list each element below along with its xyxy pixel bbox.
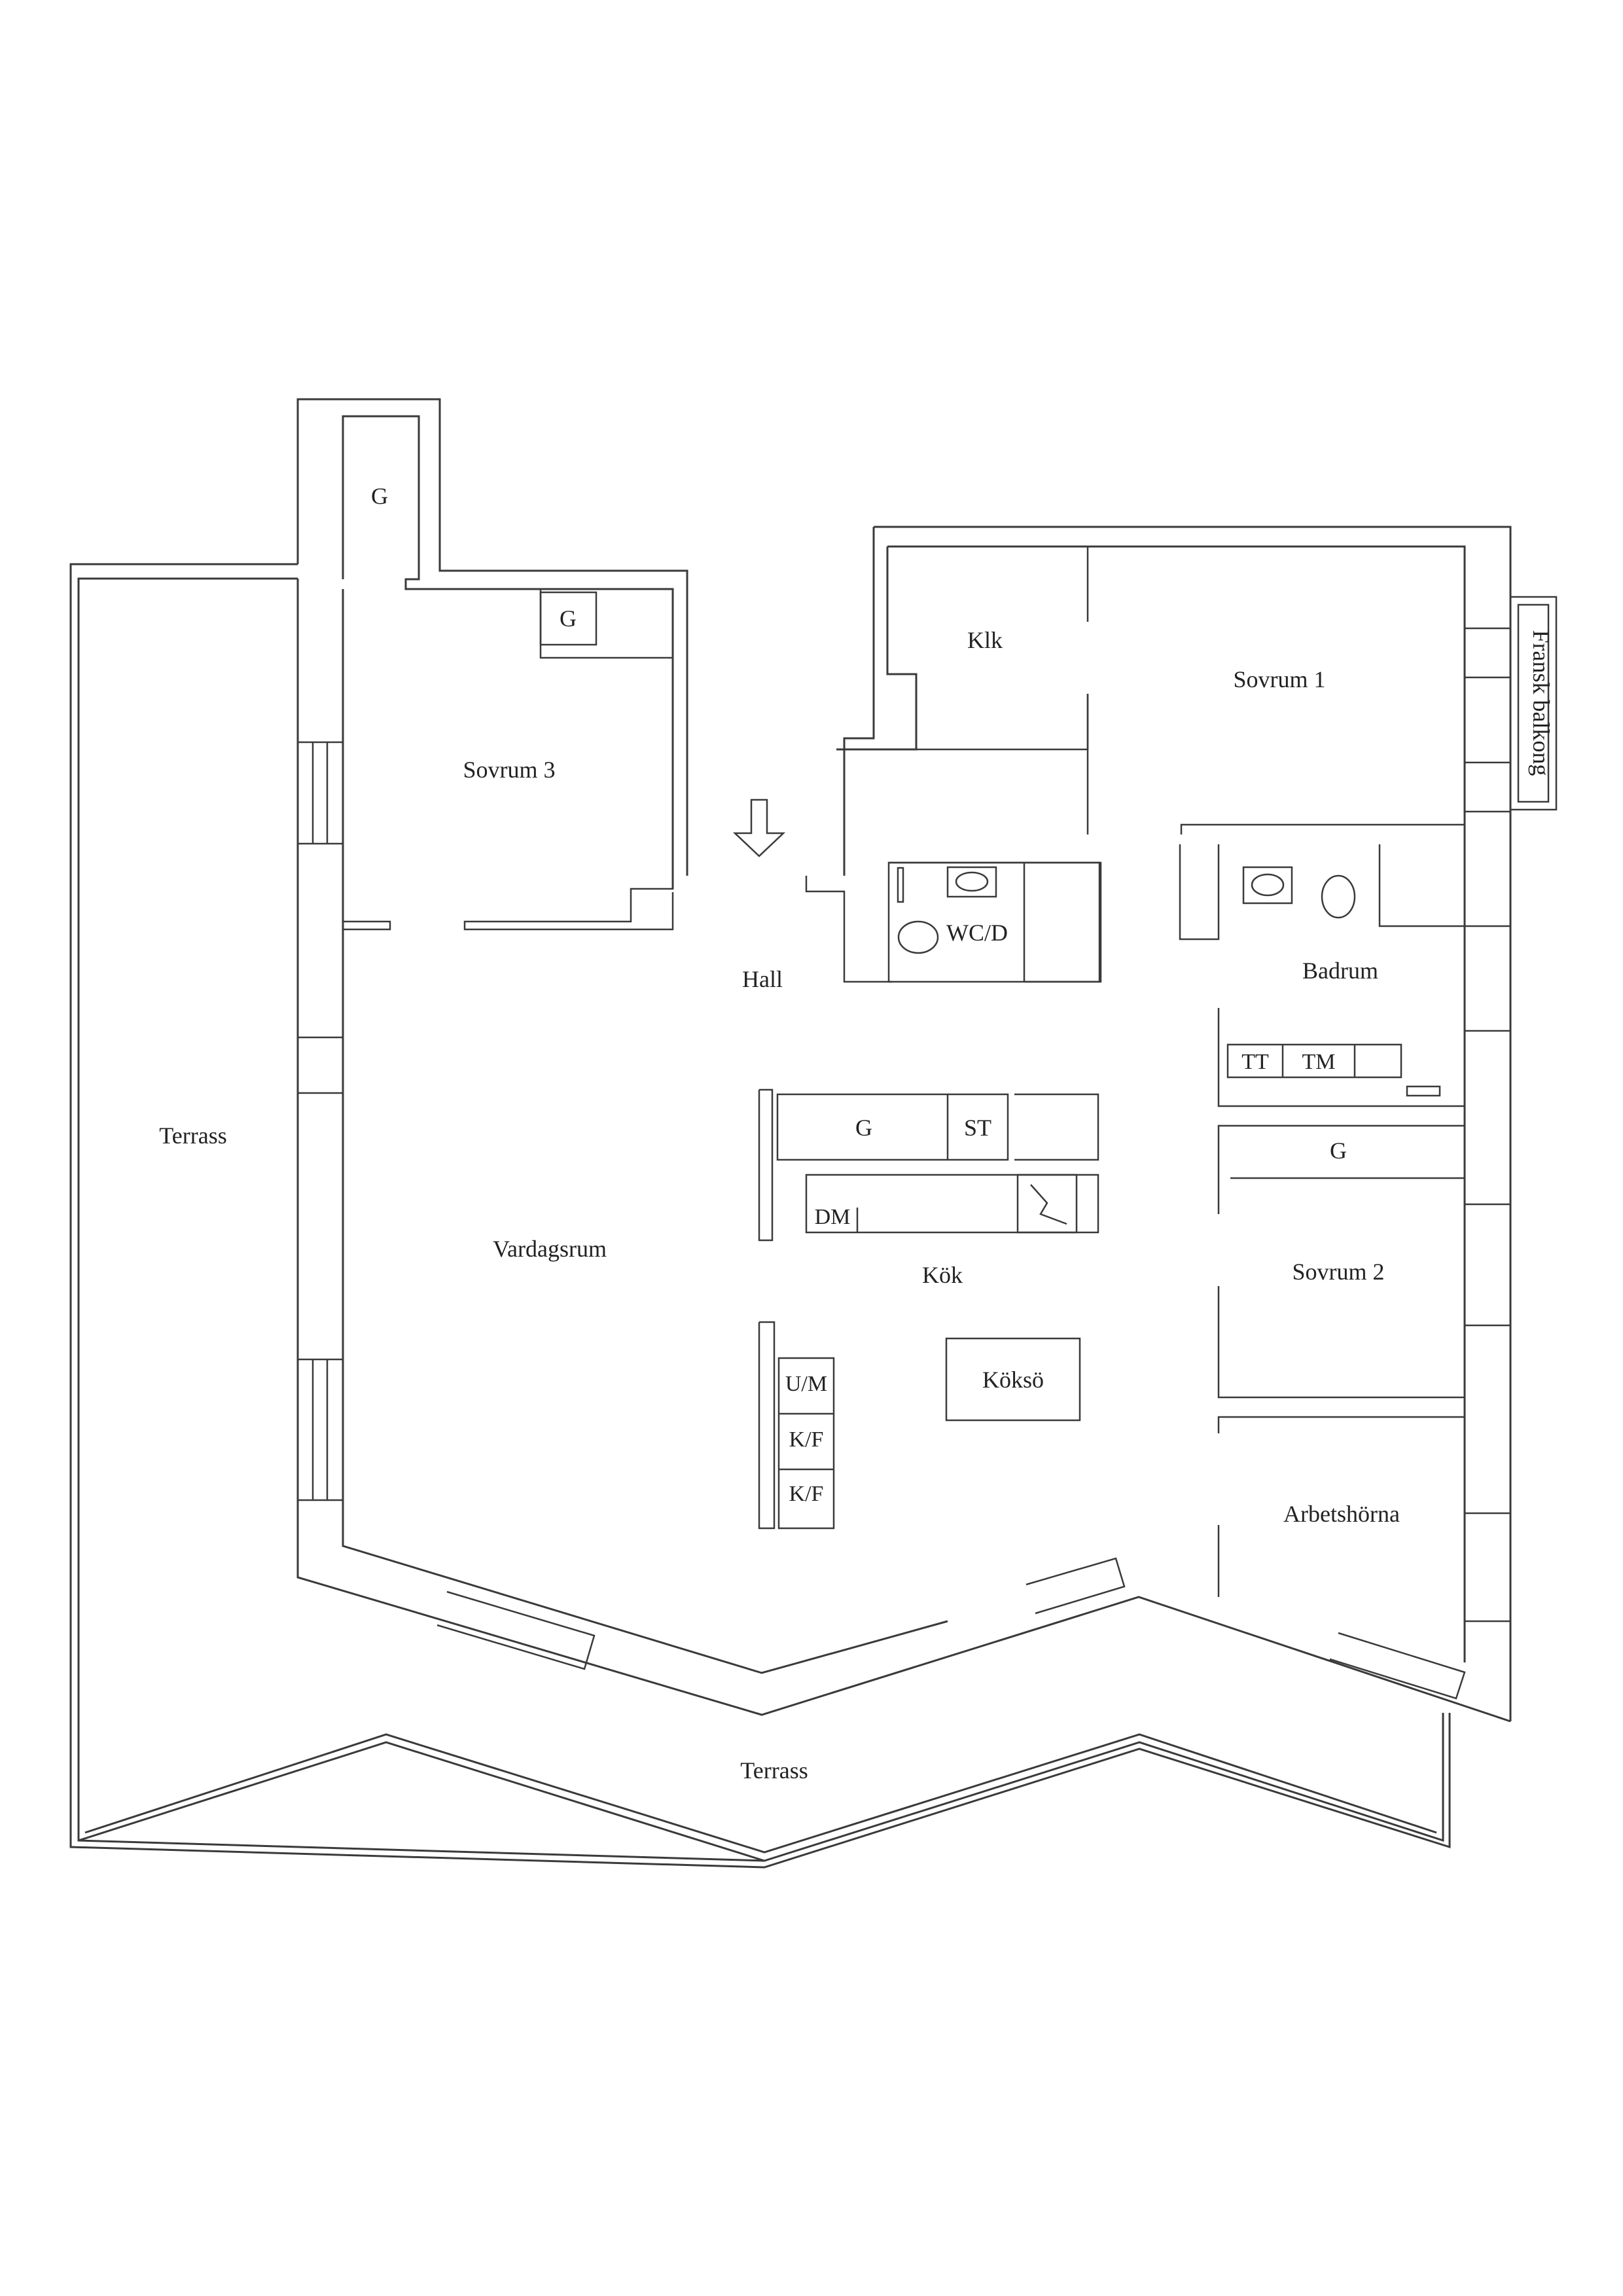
klk-label: Klk	[967, 627, 1003, 653]
sovrum2-label: Sovrum 2	[1292, 1259, 1384, 1285]
kf1-label: K/F	[789, 1427, 824, 1452]
dm-label: DM	[815, 1205, 851, 1229]
badrum-label: Badrum	[1302, 958, 1378, 984]
room-labels: G G Sovrum 3 Klk Sovrum 1 Fransk balkong…	[159, 483, 1554, 1784]
kitchen-units	[758, 1088, 1099, 1530]
hall-label: Hall	[742, 966, 783, 992]
bathroom-fixtures	[897, 866, 1441, 1097]
french-balcony	[1463, 596, 1558, 813]
tm-label: TM	[1302, 1050, 1336, 1074]
terrass-left-label: Terrass	[159, 1122, 226, 1149]
entrance-arrow-icon	[732, 798, 786, 857]
sovrum3-label: Sovrum 3	[463, 757, 555, 783]
terrace-outline	[69, 563, 1451, 1869]
um-label: U/M	[785, 1372, 827, 1396]
koksö-label: Köksö	[982, 1367, 1044, 1393]
kok-label: Kök	[922, 1262, 963, 1288]
fransk-balkong-label: Fransk balkong	[1528, 630, 1554, 776]
kf2-label: K/F	[789, 1482, 824, 1506]
st-label: ST	[964, 1115, 991, 1141]
arbetshorna-label: Arbetshörna	[1283, 1501, 1400, 1527]
storage-kitchen-label: G	[855, 1115, 872, 1141]
storage-top-label: G	[371, 483, 388, 509]
windows	[296, 741, 1512, 1700]
tt-label: TT	[1241, 1050, 1269, 1074]
storage-sovrum3-label: G	[560, 605, 577, 632]
terrass-bottom-label: Terrass	[740, 1757, 808, 1784]
wcd-label: WC/D	[946, 920, 1008, 946]
sovrum1-label: Sovrum 1	[1233, 666, 1325, 692]
storage-sovrum2-label: G	[1330, 1138, 1347, 1164]
interior-walls	[343, 547, 1466, 1597]
vardagsrum-label: Vardagsrum	[493, 1236, 607, 1262]
